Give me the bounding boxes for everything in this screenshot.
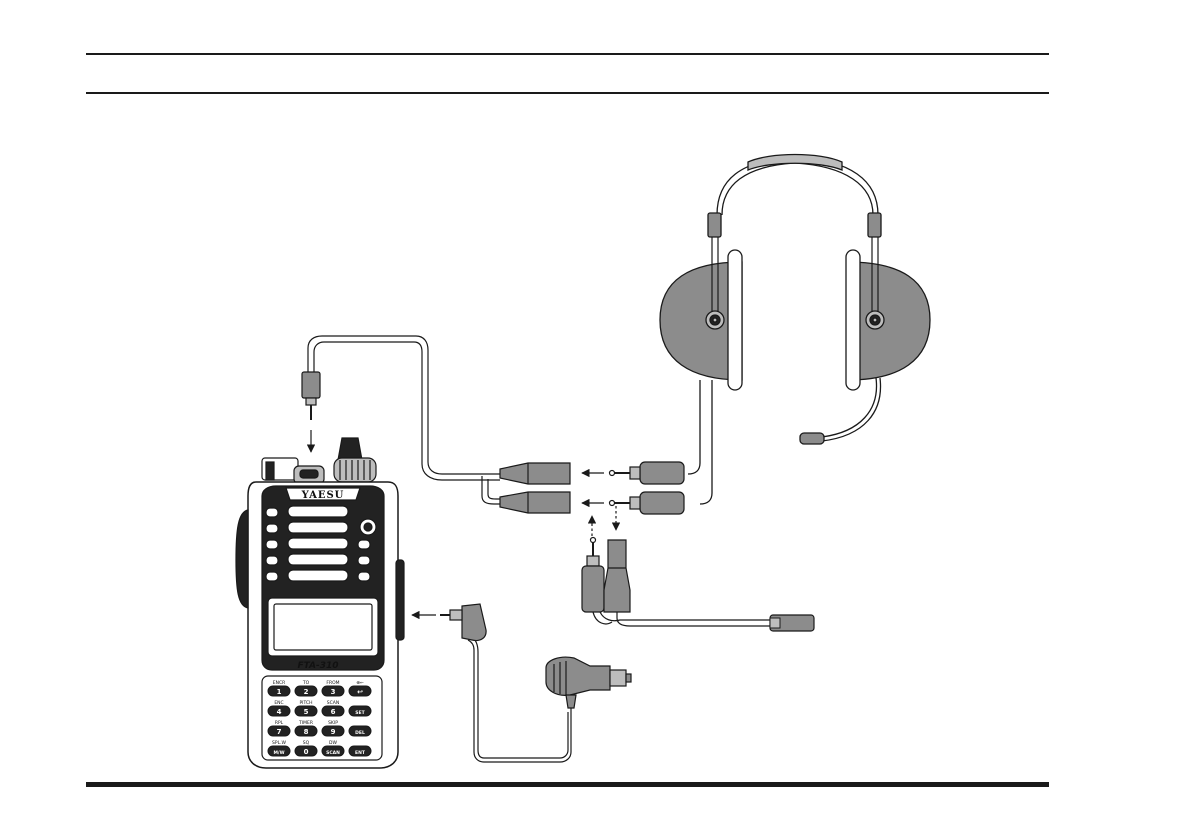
key-main-label: 2 — [304, 688, 309, 696]
key-function-label: SKIP — [328, 720, 338, 726]
left-adjuster — [708, 213, 721, 237]
key-function-label: SPL.W — [272, 740, 287, 746]
key-function-label: TO — [302, 680, 310, 686]
key-main-label: ENT — [355, 750, 366, 756]
key-main-label: 9 — [331, 728, 336, 736]
key-function-label: RPL — [275, 720, 284, 726]
key-main-label: ↩ — [357, 688, 363, 696]
dc-power-plug — [440, 604, 486, 641]
key-function-label: FROM — [326, 680, 339, 686]
radio-headset-plug — [302, 372, 320, 420]
boom-mic — [800, 433, 824, 444]
headband — [717, 157, 878, 215]
keypad-key: ENT — [349, 746, 371, 756]
key-main-label: 5 — [304, 708, 309, 716]
key-main-label: 8 — [304, 728, 309, 736]
key-function-label: SCAN — [327, 700, 339, 706]
key-main-label: 6 — [331, 708, 336, 716]
keypad-key: DEL — [349, 726, 371, 736]
key-main-label: 4 — [277, 708, 282, 716]
ptt-splitter-plug — [582, 538, 604, 613]
adapter-jack-lower — [500, 492, 570, 513]
cigarette-lighter-adapter — [546, 657, 631, 712]
key-main-label: M/W — [273, 750, 284, 756]
handheld-radio — [236, 438, 404, 768]
key-main-label: 0 — [304, 748, 309, 756]
aviation-headset — [660, 155, 930, 505]
key-main-label: SET — [355, 710, 365, 716]
radio-model: FTA-310 — [297, 661, 338, 671]
key-main-label: 7 — [277, 728, 282, 736]
ptt-splitter-jack — [604, 540, 630, 612]
key-function-label: ENC — [274, 700, 283, 706]
headset-plug-upper — [610, 462, 685, 484]
key-function-label: TIMER — [298, 720, 313, 726]
key-function-label: DW — [329, 740, 337, 746]
key-main-label: DEL — [355, 730, 365, 736]
power-cable — [468, 637, 571, 762]
volume-knob — [334, 438, 376, 482]
key-main-label: 1 — [277, 688, 282, 696]
keypad-key: SET — [349, 706, 371, 716]
right-adjuster — [868, 213, 881, 237]
key-main-label: 3 — [331, 688, 336, 696]
key-function-label: PITCH — [299, 700, 312, 706]
key-function-label: SQ — [303, 740, 310, 746]
radio-brand: YAESU — [301, 490, 345, 501]
ptt-cable — [593, 612, 770, 626]
key-function-label: ⊕← — [356, 681, 364, 686]
key-function-label: ENCR — [273, 680, 285, 686]
adapter-jack-upper — [500, 463, 570, 484]
key-main-label: SCAN — [326, 750, 340, 756]
side-ptt-button — [236, 510, 248, 608]
headset-plug-lower — [610, 492, 685, 514]
